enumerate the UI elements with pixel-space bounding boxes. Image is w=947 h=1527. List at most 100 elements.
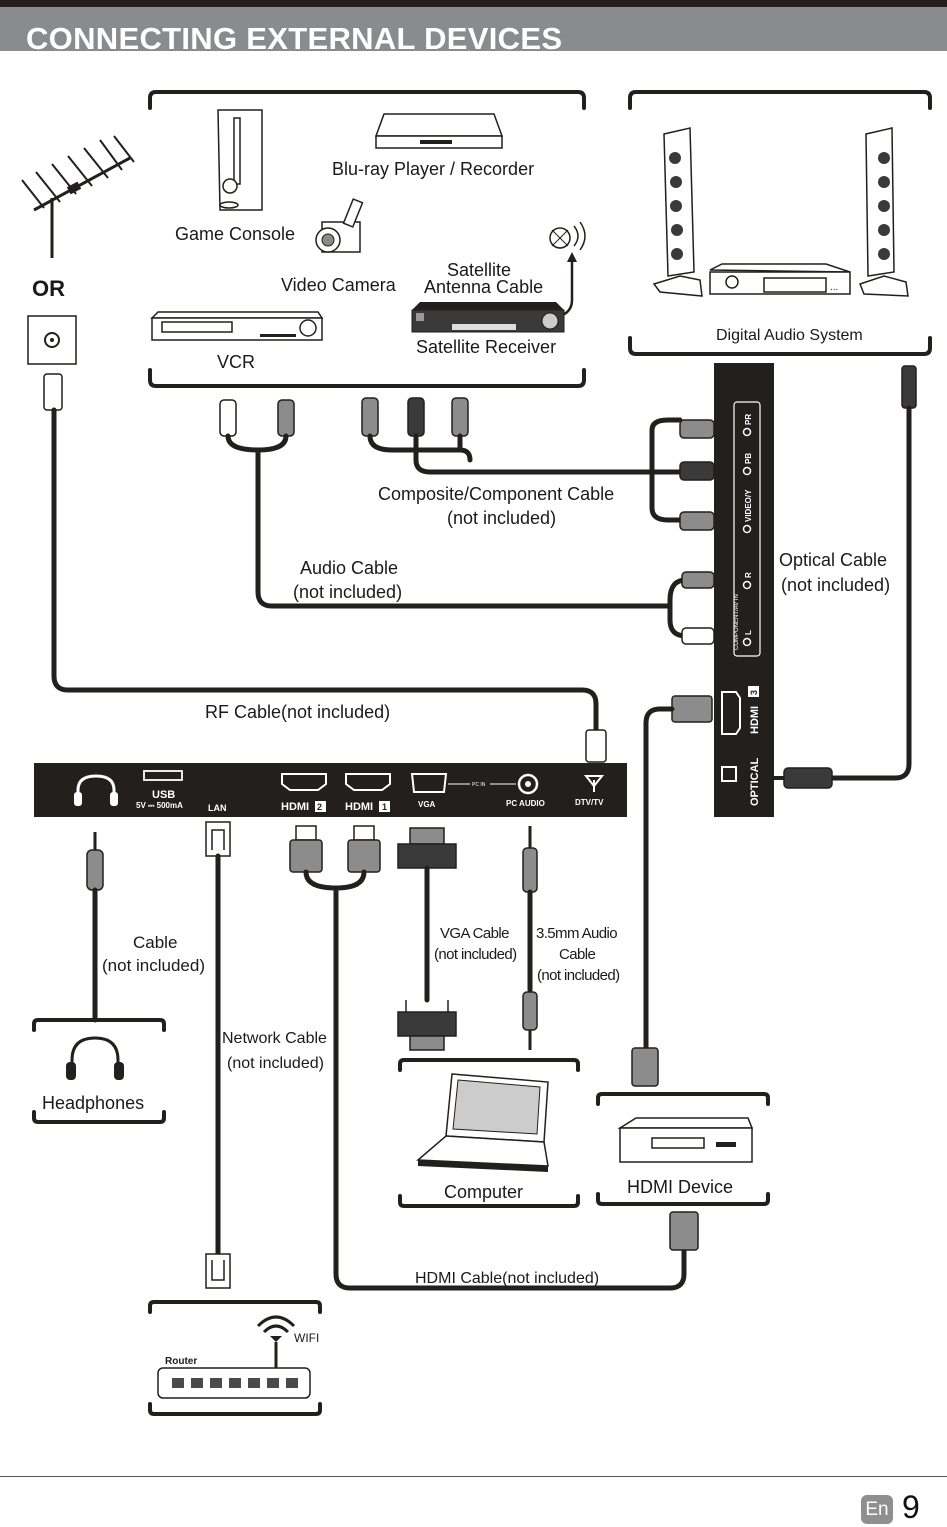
port-l-label: L	[744, 630, 753, 635]
rf-plug-top	[43, 373, 63, 411]
audio-cable-label-line2: (not included)	[293, 582, 402, 602]
port-lan-label: LAN	[208, 803, 227, 813]
port-pr-label: PR	[744, 414, 753, 425]
port-pb-label: PB	[744, 453, 753, 464]
pc-in-label: PC IN	[472, 782, 486, 788]
language-badge: En	[861, 1495, 893, 1524]
vcr-label: VCR	[217, 352, 255, 372]
rf-cable	[51, 407, 599, 733]
composite-cable-source-plugs	[361, 397, 469, 437]
hdmi-device-label: HDMI Device	[627, 1177, 733, 1197]
port-pb[interactable]: PB	[742, 453, 754, 476]
audio-cable-split	[667, 577, 689, 639]
source-devices-bracket	[148, 90, 586, 388]
computer-icon	[416, 1073, 549, 1172]
hdmi-device-icon	[617, 1117, 754, 1163]
title-bar: CONNECTING EXTERNAL DEVICES	[0, 7, 947, 56]
composite-cable-label-line2: (not included)	[447, 508, 556, 528]
port-pr[interactable]: PR	[742, 414, 754, 437]
blu-ray-label: Blu-ray Player / Recorder	[332, 159, 534, 179]
audio-cable-label-line1: Audio Cable	[300, 558, 398, 578]
video-camera-label: Video Camera	[281, 275, 397, 295]
port-optical-label: OPTICAL	[749, 757, 761, 806]
headphones-label: Headphones	[42, 1093, 144, 1113]
network-cable	[205, 821, 231, 1289]
port-hdmi2[interactable]: HDMI 2	[281, 773, 327, 813]
hdmi-cable-label: HDMI Cable(not included)	[415, 1270, 599, 1287]
port-headphone[interactable]	[74, 774, 118, 806]
port-video-y-label: VIDEO/Y	[744, 489, 753, 522]
antenna-icon	[21, 135, 135, 258]
vga-cable	[397, 827, 457, 1051]
audio35-cable-label-line2: Cable	[559, 946, 595, 963]
port-usb[interactable]: USB 5V ⎓ 500mA	[136, 770, 183, 810]
component-av-in-label: COMPONENT/AV IN	[734, 594, 740, 650]
network-cable-label-line2: (not included)	[227, 1055, 324, 1072]
port-r-label: R	[744, 572, 753, 578]
audio-cable	[225, 433, 673, 609]
network-cable-label-line1: Network Cable	[222, 1030, 327, 1047]
blu-ray-icon	[374, 113, 504, 149]
tv-side-panel: COMPONENT/AV IN PR PB VIDEO/Y R L HDMI 3…	[714, 363, 774, 817]
audio-cable-tv-plugs	[681, 571, 715, 645]
tv-bottom-panel: USB 5V ⎓ 500mA LAN HDMI 2 HDMI 1 VGA PC …	[34, 763, 627, 817]
port-pc-audio-label: PC AUDIO	[506, 799, 545, 808]
port-hdmi3[interactable]: HDMI 3	[721, 686, 761, 735]
right-speaker-icon	[859, 127, 909, 297]
composite-cable	[367, 417, 683, 523]
page-title: CONNECTING EXTERNAL DEVICES	[26, 21, 563, 56]
port-lan[interactable]: LAN	[208, 803, 227, 813]
wall-outlet-icon	[27, 315, 77, 365]
port-hdmi3-number: 3	[749, 690, 759, 695]
port-usb-rating: 5V ⎓ 500mA	[136, 801, 183, 810]
port-l[interactable]: L	[742, 630, 754, 647]
vga-cable-label-line1: VGA Cable	[440, 925, 509, 942]
hdmi-device-bracket	[596, 1092, 770, 1206]
port-hdmi1-label: HDMI	[345, 801, 373, 813]
router-bracket	[148, 1300, 322, 1416]
port-hdmi1[interactable]: HDMI 1	[345, 773, 391, 813]
port-optical[interactable]: OPTICAL	[721, 757, 761, 806]
port-hdmi2-label: HDMI	[281, 801, 309, 813]
composite-cable-label-line1: Composite/Component Cable	[378, 484, 614, 504]
satellite-cable-label-line1: Satellite	[447, 260, 511, 280]
audio-system-label: Digital Audio System	[716, 327, 863, 344]
port-r[interactable]: R	[742, 572, 754, 590]
audio35-cable-label-line3: (not included)	[537, 967, 620, 984]
or-label: OR	[32, 276, 65, 301]
satellite-dish-icon	[549, 221, 586, 318]
port-dtv-tv-label: DTV/TV	[575, 798, 604, 807]
vga-cable-label-line2: (not included)	[434, 946, 517, 963]
vcr-icon	[150, 311, 324, 341]
port-vga[interactable]: VGA	[410, 773, 448, 809]
optical-cable-label-line1: Optical Cable	[779, 550, 887, 570]
left-speaker-icon	[652, 127, 703, 297]
headphone-cable-label-line1: Cable	[133, 933, 177, 952]
wifi-label: WIFI	[294, 1331, 319, 1345]
audio35-cable-label-line1: 3.5mm Audio	[536, 925, 617, 942]
top-rule	[0, 0, 947, 7]
headphone-cable	[86, 832, 104, 1023]
headphones-icon	[66, 1036, 124, 1080]
port-hdmi2-number: 2	[317, 802, 322, 812]
svg-text:...: ...	[830, 282, 838, 293]
port-video-y[interactable]: VIDEO/Y	[742, 489, 754, 534]
composite-cable-tv-plugs	[679, 419, 715, 531]
game-console-icon	[217, 109, 263, 211]
page-number: 9	[902, 1489, 920, 1525]
port-vga-label: VGA	[418, 800, 436, 809]
rf-cable-label: RF Cable(not included)	[205, 702, 390, 722]
rf-plug-bottom	[585, 729, 607, 763]
hdmi-cable	[289, 825, 699, 1291]
video-camera-icon	[315, 198, 364, 253]
port-hdmi3-label: HDMI	[749, 706, 761, 734]
hdmi3-cable	[631, 695, 713, 1087]
headphones-bracket	[32, 1018, 166, 1124]
headphone-cable-label-line2: (not included)	[102, 956, 205, 975]
computer-label: Computer	[444, 1182, 523, 1202]
port-dtv-tv[interactable]: DTV/TV	[575, 775, 604, 807]
port-pc-audio[interactable]: PC AUDIO	[506, 773, 545, 808]
game-console-label: Game Console	[175, 224, 295, 244]
optical-cable-label-line2: (not included)	[781, 575, 890, 595]
